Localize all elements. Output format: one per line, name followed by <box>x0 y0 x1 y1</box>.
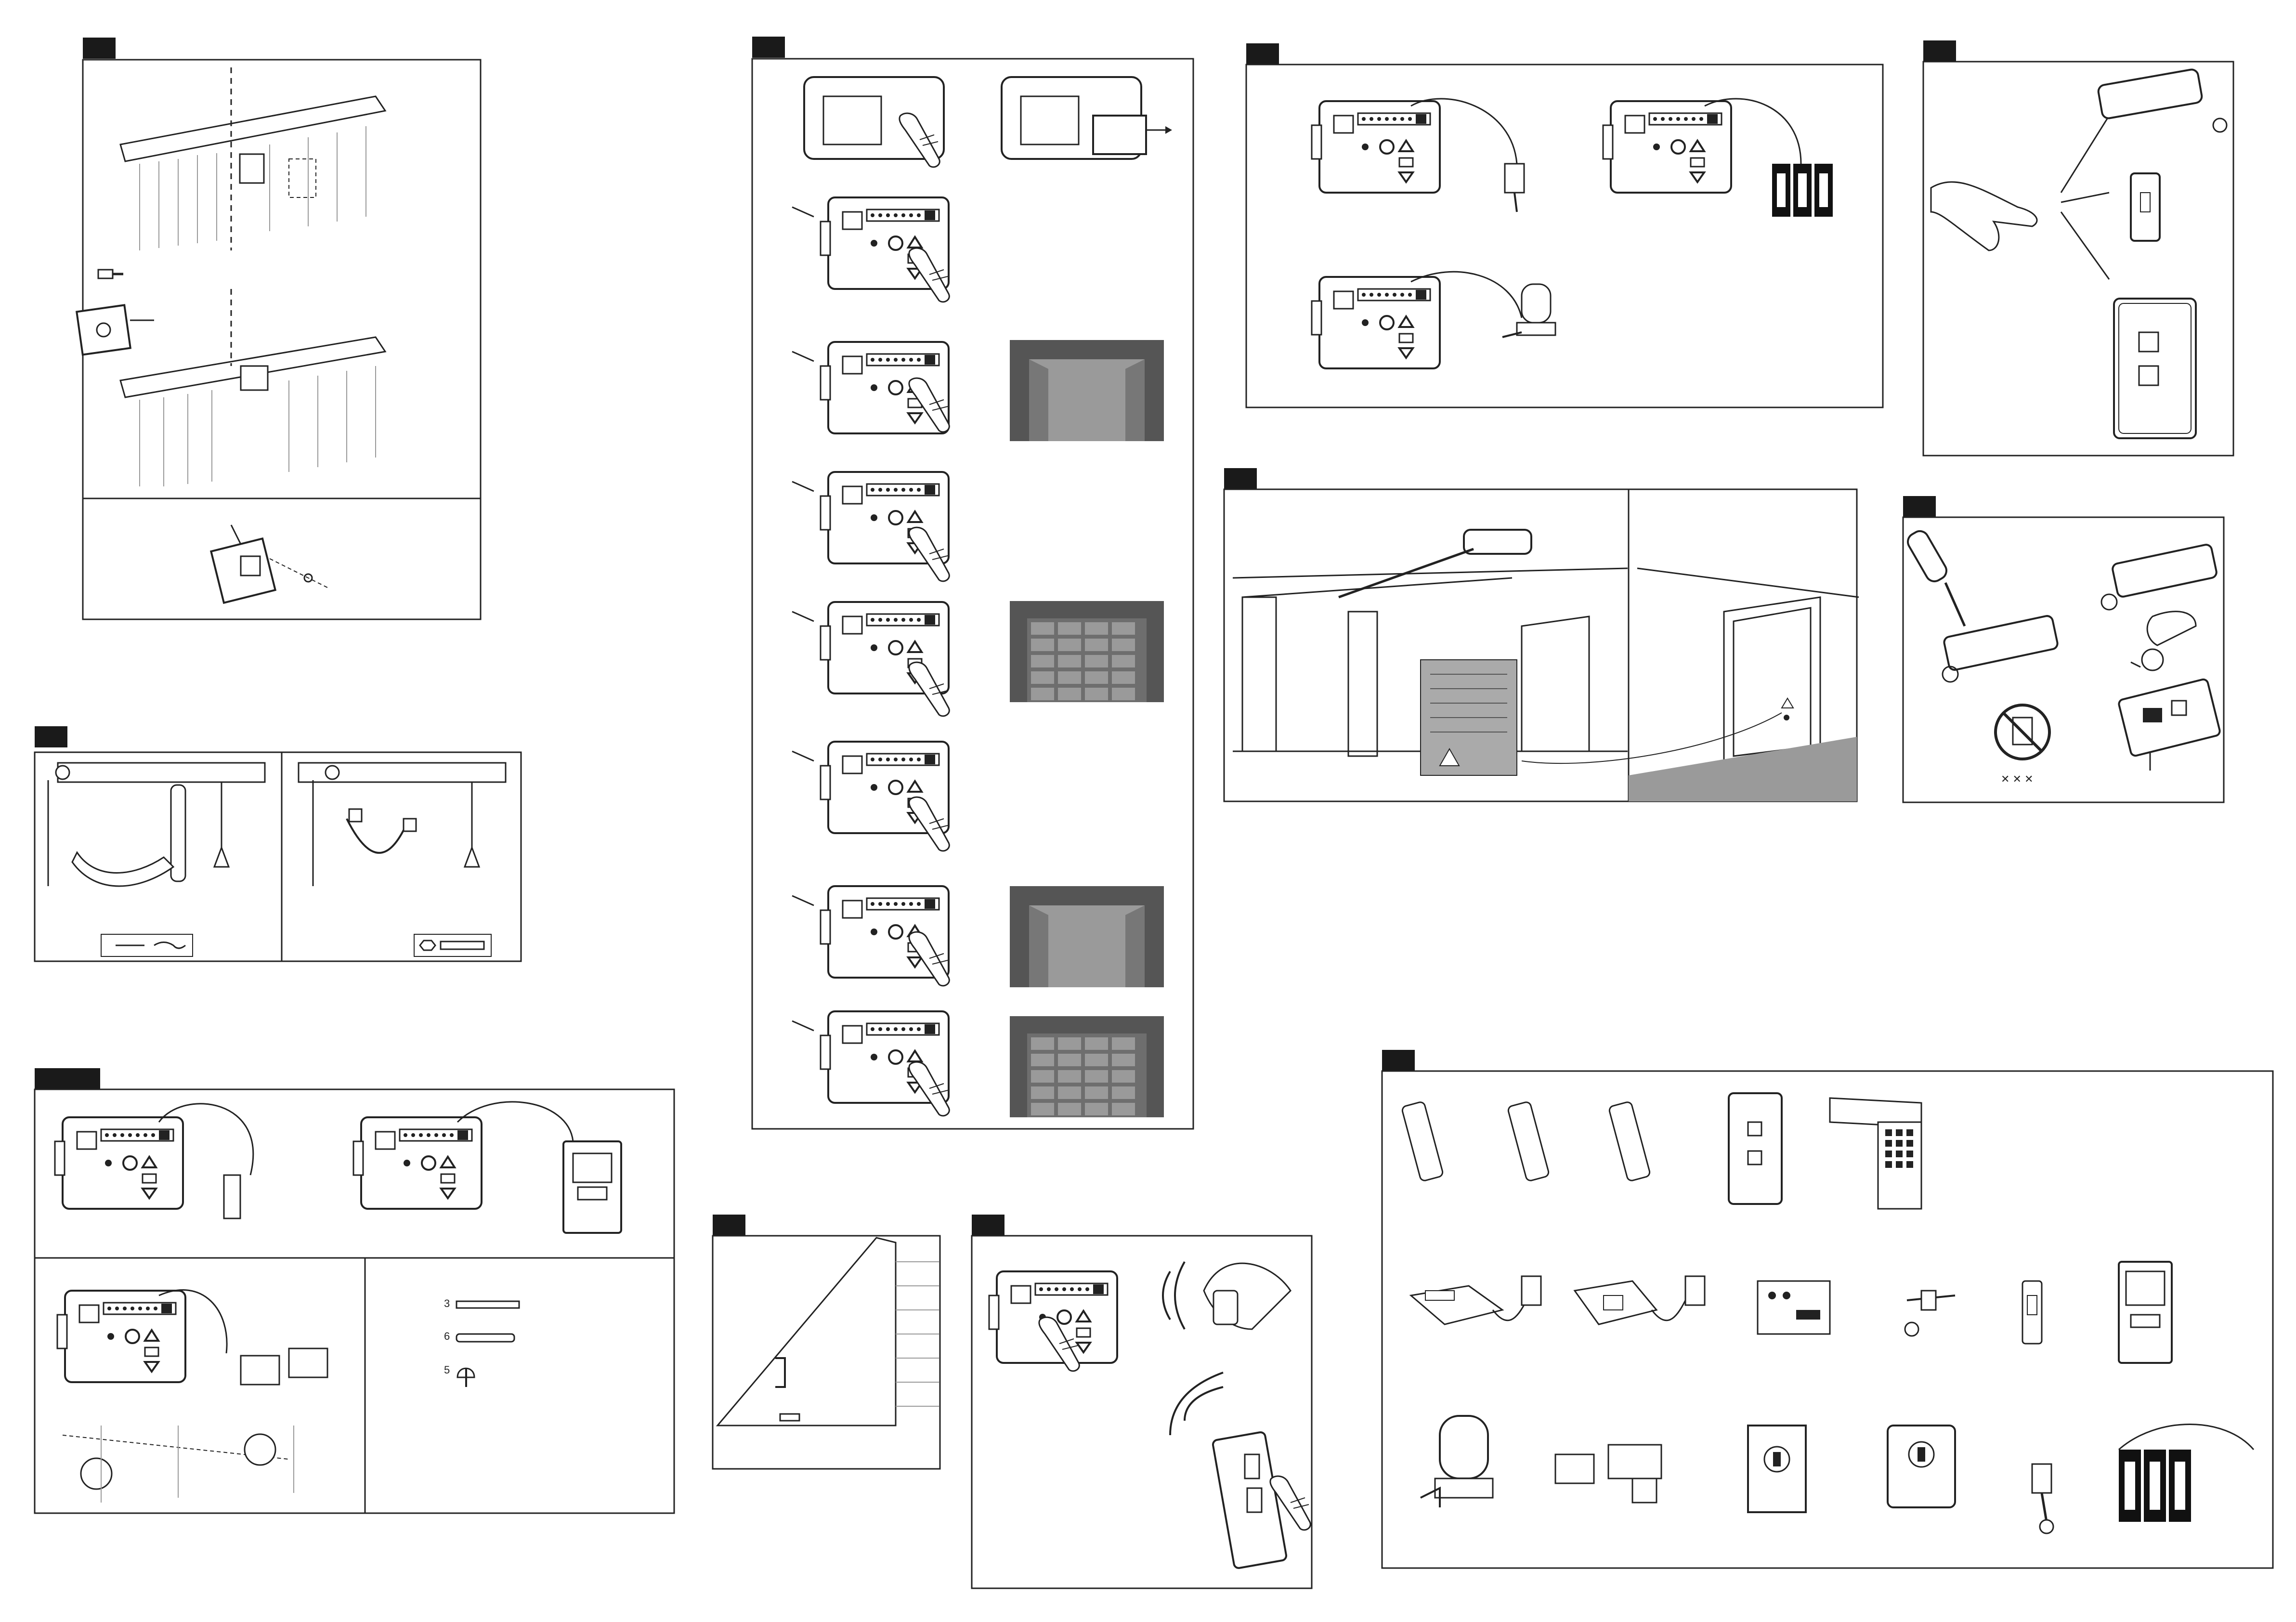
flush-key-switch-icon <box>1748 1426 1806 1512</box>
photo-sensor-set-icon <box>1555 1445 1661 1503</box>
step-row-4 <box>792 601 1164 716</box>
keyfob-remote-icon <box>2112 544 2218 598</box>
battery-cell-icon <box>2142 649 2163 670</box>
keyfob-remote-icon <box>1943 615 2059 671</box>
step-row-6 <box>792 886 1164 987</box>
step-badge <box>713 1215 745 1236</box>
wall-transmitter-icon <box>1729 1093 1782 1204</box>
charger-1-icon <box>1411 1276 1541 1324</box>
panel-transmitter-range <box>1923 40 2233 456</box>
warning-light-icon <box>1502 284 1555 337</box>
bracket <box>240 154 264 183</box>
signal-wave-icon <box>1163 1271 1170 1320</box>
remote-4btn-icon <box>1608 1101 1651 1182</box>
rail <box>58 763 265 782</box>
garage-door-panel <box>718 1238 896 1426</box>
step-badge <box>1923 40 1956 62</box>
hand-icon <box>1931 182 2037 250</box>
remote-2btn-icon <box>1507 1101 1550 1182</box>
step-row-3 <box>792 472 949 581</box>
panel-remote-pairing <box>972 1215 1312 1588</box>
panel-programming-steps <box>752 37 1193 1129</box>
wall-switch-icon <box>224 1175 240 1218</box>
control-unit <box>1312 277 1440 368</box>
garage-door-closed <box>1010 601 1164 702</box>
fastener-qty-1: 3 <box>444 1297 450 1309</box>
emergency-release-icon <box>2032 1464 2053 1533</box>
step-row-5 <box>792 742 949 851</box>
panel-bracket-mount <box>77 38 481 619</box>
panel-door-arm <box>35 726 521 961</box>
opener-head <box>1464 530 1531 554</box>
fastener-qty-2: 6 <box>444 1330 450 1342</box>
step-badge <box>972 1215 1004 1236</box>
keypad-icon <box>1830 1098 1921 1209</box>
step-badge <box>1903 496 1936 517</box>
step-badge <box>1224 468 1257 489</box>
wall-plug-icon <box>457 1334 514 1342</box>
fastener-qty-3: 5 <box>444 1364 450 1376</box>
panel-warning-label <box>1224 468 1859 801</box>
step-badge <box>752 37 785 58</box>
step-badge <box>35 1068 100 1089</box>
control-unit <box>1603 101 1731 193</box>
fastener-list: 3 6 5 <box>444 1297 519 1387</box>
surface-key-switch-icon <box>1888 1426 1955 1507</box>
step-badge <box>1382 1050 1415 1071</box>
wall-panel-icon <box>2119 1262 2172 1363</box>
panel-accessory-wiring: 3 6 5 <box>35 1068 674 1513</box>
battery-pack-icon <box>2119 1425 2254 1522</box>
circuit-board-icon <box>1758 1281 1830 1334</box>
screw-icon <box>457 1301 519 1308</box>
cable-lock-icon <box>1905 1291 1955 1336</box>
control-unit <box>57 1291 185 1382</box>
wall-bracket-box <box>211 525 327 603</box>
panel-control-options <box>1246 43 1883 407</box>
door-header-beam <box>120 96 385 161</box>
step-badge <box>1246 43 1279 65</box>
panel-door-handle <box>713 1215 940 1469</box>
screwdriver-icon <box>1905 528 1965 626</box>
step-row-2 <box>792 340 1164 441</box>
panel-battery-change: ✕ ✕ ✕ <box>1903 496 2224 802</box>
step-badge <box>35 726 67 747</box>
bracket-plate <box>77 305 130 354</box>
opened-remote-pcb <box>2118 679 2220 771</box>
no-disposal-icon: ✕ ✕ ✕ <box>1996 705 2049 785</box>
clevis-pin-icon <box>101 934 193 956</box>
screw-icon <box>98 270 123 278</box>
svg-text:✕ ✕ ✕: ✕ ✕ ✕ <box>2001 773 2034 785</box>
remote-1btn-icon <box>1401 1101 1444 1182</box>
garage-door-open <box>1010 340 1164 441</box>
key-switch-icon <box>1505 164 1524 193</box>
battery-pack-icon <box>1772 164 1833 217</box>
control-unit <box>353 1117 482 1209</box>
step-row-1 <box>792 197 949 302</box>
garage-door-closed <box>1010 1016 1164 1117</box>
step-badge <box>83 38 116 59</box>
cover-lid <box>1093 116 1146 154</box>
step-row-7 <box>792 1011 1164 1117</box>
control-unit <box>1312 101 1440 193</box>
warning-light-icon <box>1421 1416 1493 1507</box>
charger-2-icon <box>1575 1276 1705 1324</box>
panel-accessories-overview <box>1382 1050 2273 1568</box>
control-unit <box>989 1271 1117 1363</box>
remote-icon <box>1213 1291 1238 1324</box>
garage-door-open <box>1010 886 1164 987</box>
photo-sensor-icon <box>241 1348 327 1385</box>
keyfob-remote-icon <box>2098 68 2203 119</box>
control-unit <box>55 1117 183 1209</box>
